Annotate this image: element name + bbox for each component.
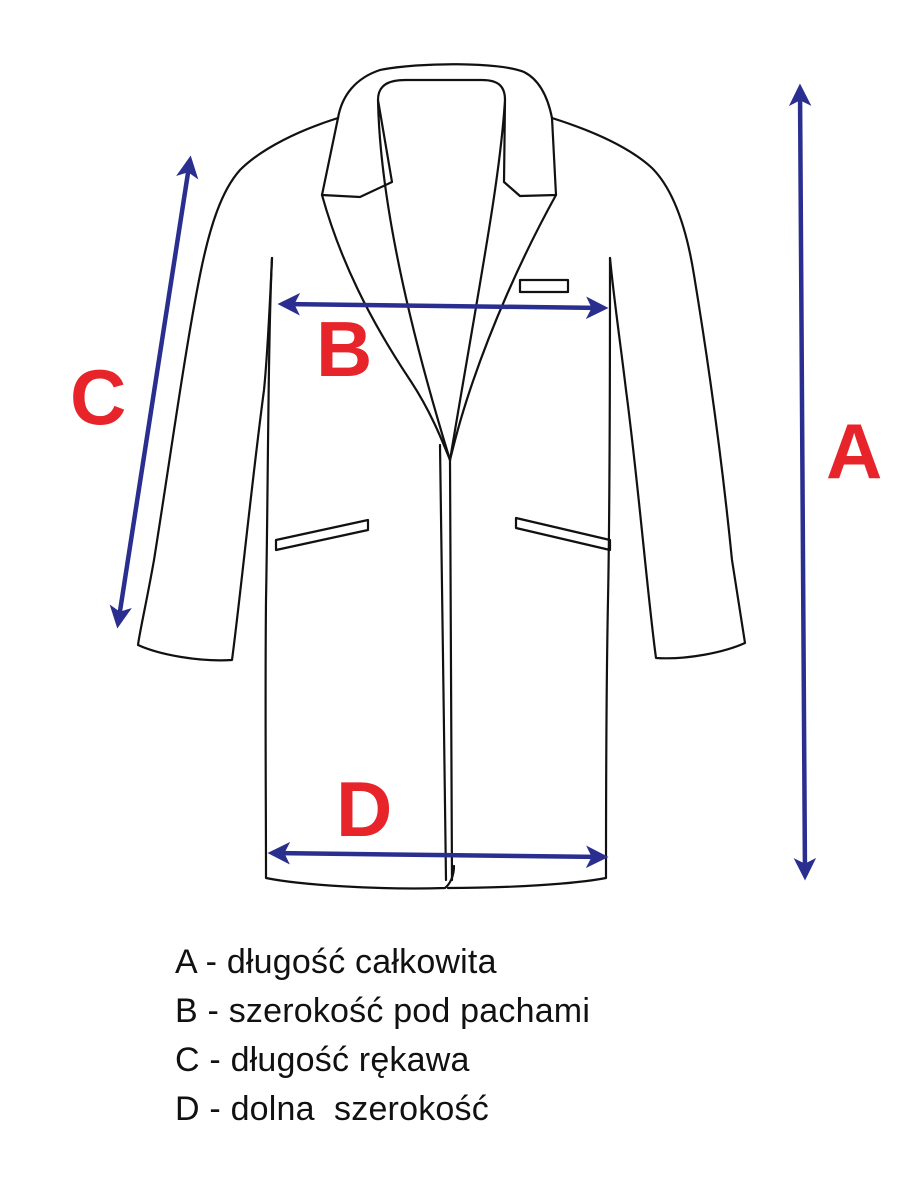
- arrow-d: [267, 841, 609, 869]
- collar-band: [336, 63, 554, 120]
- left-lapel: [320, 98, 452, 462]
- left-sleeve: [136, 116, 340, 662]
- arrow-a: [788, 83, 817, 881]
- coat-measurement-diagram: A B C D: [70, 63, 882, 890]
- right-lapel-edge: [448, 193, 558, 462]
- right-hip-pocket: [514, 516, 612, 552]
- arrow-c: [109, 155, 199, 629]
- right-sleeve: [550, 116, 747, 660]
- body-right-side: [446, 256, 612, 890]
- measurement-legend: A - długość całkowita B - szerokość pod …: [175, 938, 590, 1134]
- arrow-b: [277, 292, 609, 320]
- front-opening: [448, 458, 454, 882]
- legend-item-d: D - dolna szerokość: [175, 1090, 489, 1128]
- legend-item-c: C - długość rękawa: [175, 1041, 470, 1079]
- right-lapel: [448, 98, 558, 462]
- collar-inner: [376, 78, 507, 102]
- marker-b: B: [316, 305, 372, 393]
- left-lapel-edge: [320, 193, 452, 462]
- body-left-side: [264, 256, 456, 890]
- legend-item-a: A - długość całkowita: [175, 943, 497, 981]
- coat-outline: [136, 63, 747, 890]
- measurement-arrows: [109, 83, 817, 881]
- legend-item-b: B - szerokość pod pachami: [175, 992, 591, 1030]
- marker-c: C: [70, 353, 126, 441]
- left-hip-pocket: [274, 518, 370, 552]
- chest-pocket: [518, 278, 570, 294]
- front-overlap: [438, 443, 448, 882]
- marker-d: D: [336, 765, 392, 853]
- marker-a: A: [826, 407, 882, 495]
